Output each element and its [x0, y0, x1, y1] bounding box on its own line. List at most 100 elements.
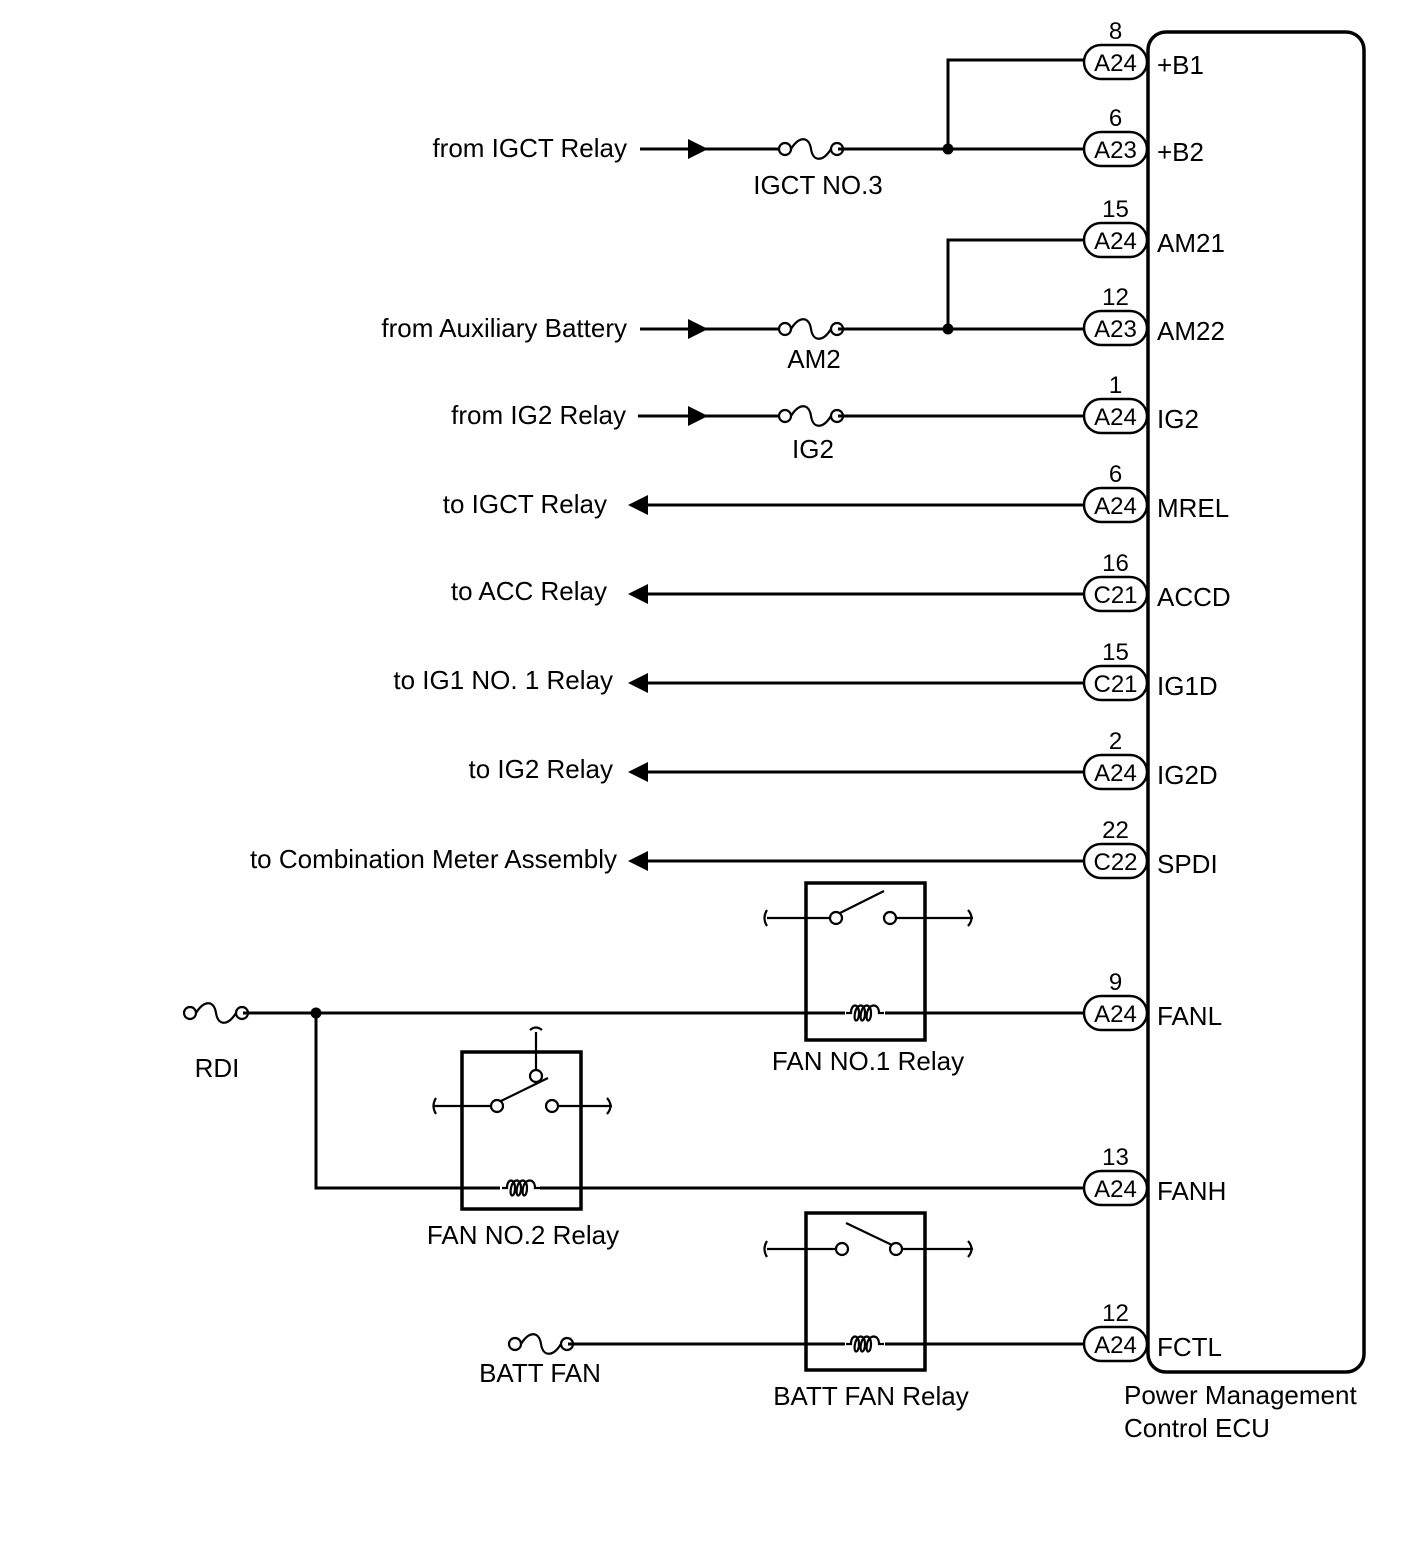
relay-terminal-tick: [529, 1026, 543, 1031]
ecu-name-line2: Control ECU: [1124, 1413, 1270, 1443]
arrow-out-ig1: [628, 673, 648, 693]
connector-id: A24: [1094, 1001, 1137, 1028]
relay-box: [804, 1211, 927, 1372]
fuse-icon-rdi: [182, 1002, 250, 1024]
fuse-ig2-label: IG2: [792, 434, 834, 464]
ecu-name-line1: Power Management: [1124, 1380, 1357, 1410]
relay-coil-icon: [500, 1179, 542, 1197]
terminal-pin-number: 16: [1102, 550, 1129, 577]
relay-contact: [828, 910, 844, 926]
terminal-name: AM22: [1157, 316, 1225, 346]
terminal-name: AM21: [1157, 228, 1225, 258]
source-aux-label: from Auxiliary Battery: [381, 313, 627, 343]
relay-contact: [489, 1098, 505, 1114]
source-ig2-label: from IG2 Relay: [451, 400, 626, 430]
relay-contact: [882, 910, 898, 926]
terminal-pin-number: 12: [1102, 284, 1129, 311]
output-igct-label: to IGCT Relay: [443, 489, 607, 519]
terminal-pin-number: 15: [1102, 196, 1129, 223]
output-ig2-label: to IG2 Relay: [468, 754, 613, 784]
fuse-batt-fan-label: BATT FAN: [479, 1358, 601, 1388]
arrow-in-igct: [688, 139, 708, 159]
source-igct-label: from IGCT Relay: [432, 133, 627, 163]
fan-no1-relay: [763, 881, 973, 1042]
connector-id: C21: [1093, 671, 1137, 698]
terminal-name: +B1: [1157, 50, 1204, 80]
connector-id: A24: [1094, 404, 1137, 431]
wire-aux-to-am21: [946, 238, 1084, 329]
fuse-icon-ig2: [777, 405, 845, 427]
arrow-out-acc: [628, 584, 648, 604]
terminal-name: IG2: [1157, 404, 1199, 434]
relay-fan1-label: FAN NO.1 Relay: [772, 1046, 964, 1076]
connector-id: A24: [1094, 493, 1137, 520]
fuse-igct-no3-label: IGCT NO.3: [753, 170, 883, 200]
fuse-icon-igct-no3: [777, 138, 845, 160]
fuse-icon-batt-fan: [507, 1333, 575, 1355]
fan-no2-relay: [432, 1026, 612, 1211]
connector-pill: [1082, 43, 1149, 81]
terminal-pin-number: 6: [1109, 461, 1122, 488]
arrow-in-ig2: [688, 406, 708, 426]
terminal-pin-number: 22: [1102, 817, 1129, 844]
relay-batt-fan-label: BATT FAN Relay: [773, 1381, 969, 1411]
terminal-name: MREL: [1157, 493, 1229, 523]
terminal-name: SPDI: [1157, 849, 1218, 879]
wire-igct-to-b1: [946, 58, 1084, 149]
relay-contact: [888, 1241, 904, 1257]
relay-terminal-tick: [763, 909, 768, 927]
relay-terminal-tick: [606, 1097, 612, 1115]
relay-contact: [834, 1241, 850, 1257]
fuse-rdi-label: RDI: [195, 1053, 240, 1083]
relay-switch-blade: [845, 1222, 893, 1246]
terminal-name: IG2D: [1157, 760, 1218, 790]
connector-id: A24: [1094, 760, 1137, 787]
ecu-box: [1146, 30, 1366, 1374]
terminal-pin-number: 15: [1102, 639, 1129, 666]
terminal-pin-number: 13: [1102, 1144, 1129, 1171]
connector-id: C22: [1093, 849, 1137, 876]
terminal-name: FANH: [1157, 1176, 1226, 1206]
terminal-pin-number: 2: [1109, 728, 1122, 755]
connector-id: A23: [1094, 137, 1137, 164]
arrow-out-igct: [628, 495, 648, 515]
junction-dot: [942, 323, 954, 335]
terminal-name: ACCD: [1157, 582, 1231, 612]
connector-id: A24: [1094, 228, 1137, 255]
terminal-pin-number: 1: [1109, 372, 1122, 399]
output-ig1-label: to IG1 NO. 1 Relay: [393, 665, 613, 695]
terminal-pin-number: 8: [1109, 18, 1122, 45]
terminal-name: +B2: [1157, 137, 1204, 167]
relay-coil-icon: [844, 1335, 886, 1353]
wire-rdi-to-fan2: [314, 1013, 500, 1190]
fuse-icon-am2: [777, 318, 845, 340]
connector-id: A24: [1094, 1176, 1137, 1203]
relay-contact: [544, 1098, 560, 1114]
relay-terminal-tick: [967, 909, 973, 927]
relay-contact: [528, 1068, 544, 1084]
terminal-pin-number: 6: [1109, 105, 1122, 132]
relay-fan2-label: FAN NO.2 Relay: [427, 1220, 619, 1250]
relay-terminal-tick: [967, 1240, 973, 1258]
junction-dot: [942, 143, 954, 155]
arrow-out-meter: [628, 851, 648, 871]
terminal-pin-number: 12: [1102, 1300, 1129, 1327]
relay-switch-blade: [839, 890, 885, 914]
arrow-in-aux: [688, 319, 708, 339]
relay-terminal-tick: [432, 1097, 437, 1115]
terminal-name: IG1D: [1157, 671, 1218, 701]
arrow-out-ig2: [628, 762, 648, 782]
